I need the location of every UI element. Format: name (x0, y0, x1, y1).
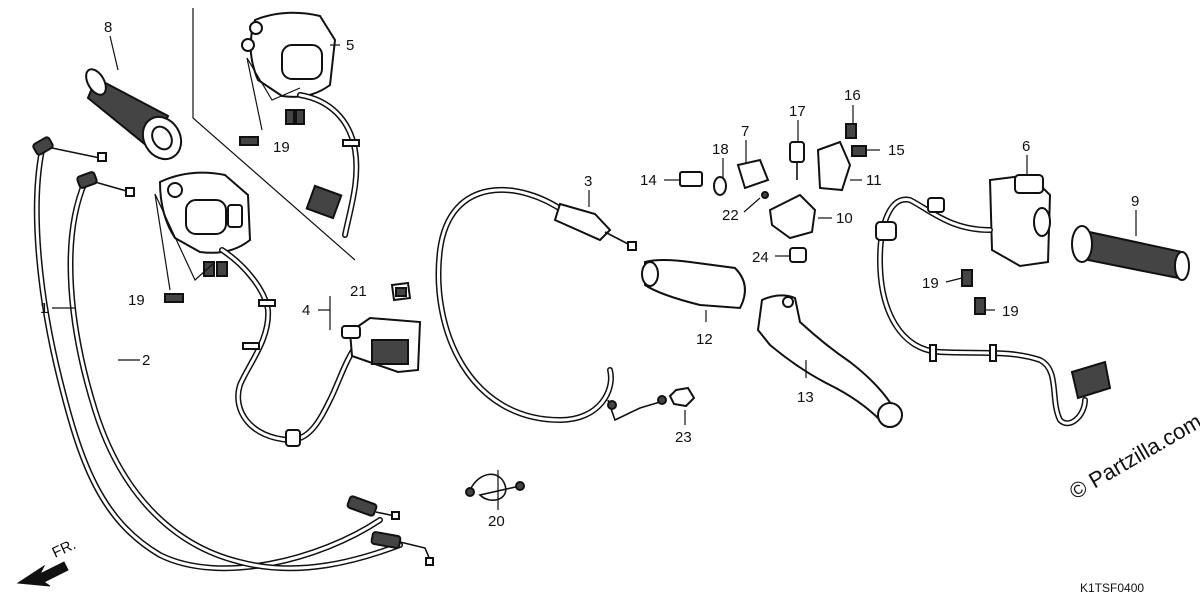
callout-11: 11 (866, 172, 882, 189)
callout-7: 7 (741, 123, 749, 140)
callout-17: 17 (789, 103, 806, 120)
callout-4: 4 (302, 302, 310, 319)
bolt-19-c[interactable] (961, 269, 973, 287)
callout-19-a: 19 (273, 139, 290, 156)
callout-13: 13 (797, 389, 814, 406)
switch-connector-4[interactable] (341, 316, 422, 374)
callout-18: 18 (712, 141, 729, 158)
bolt-19-b[interactable] (164, 293, 184, 303)
right-grip[interactable] (1071, 225, 1190, 281)
switch-cap-21[interactable] (390, 281, 412, 302)
callout-10: 10 (836, 210, 853, 227)
callout-21: 21 (350, 283, 367, 300)
left-grip[interactable] (82, 66, 189, 166)
callout-8: 8 (104, 19, 112, 36)
callout-23: 23 (675, 429, 692, 446)
callout-20: 20 (488, 513, 505, 530)
pin-17[interactable] (789, 141, 805, 180)
callout-3: 3 (584, 173, 592, 190)
callout-12: 12 (696, 331, 713, 348)
throttle-cable-2[interactable] (67, 179, 403, 572)
bolt-15[interactable] (851, 145, 867, 157)
clutch-cable[interactable] (435, 186, 667, 423)
bolt-14[interactable] (679, 171, 703, 187)
inset-switch-harness[interactable] (297, 92, 360, 238)
callout-22: 22 (722, 207, 739, 224)
grommet-24[interactable] (789, 247, 807, 263)
callout-2: 2 (142, 352, 150, 369)
throttle-cable-1[interactable] (33, 147, 383, 572)
bolt-19-a[interactable] (239, 136, 259, 146)
switch-7[interactable] (736, 158, 770, 190)
right-switch-harness[interactable] (875, 196, 1112, 427)
callout-15: 15 (888, 142, 905, 159)
leader-lines (52, 35, 1137, 510)
callout-16: 16 (844, 87, 861, 104)
bolt-19-d[interactable] (974, 297, 986, 315)
holder-10[interactable] (768, 193, 817, 240)
right-switch-housing[interactable] (988, 173, 1052, 268)
callout-1: 1 (40, 300, 48, 317)
callout-14: 14 (640, 172, 657, 189)
inset-switch-housing[interactable] (241, 11, 337, 125)
callout-9: 9 (1131, 193, 1139, 210)
bolt-16[interactable] (845, 123, 857, 139)
front-arrow (16, 561, 69, 587)
screw-22[interactable] (761, 191, 769, 199)
harness-20[interactable] (465, 473, 525, 501)
callout-19-b: 19 (128, 292, 145, 309)
washer-18[interactable] (713, 176, 727, 196)
holder-11[interactable] (816, 140, 852, 192)
nut-23[interactable] (668, 386, 696, 408)
callout-19-c: 19 (922, 275, 939, 292)
diagram-code: K1TSF0400 (1080, 581, 1144, 595)
clutch-lever[interactable] (756, 294, 903, 428)
callout-19-d: 19 (1002, 303, 1019, 320)
lever-boot[interactable] (641, 259, 746, 310)
left-switch-harness[interactable] (219, 247, 363, 447)
callout-6: 6 (1022, 138, 1030, 155)
inset-border (192, 8, 356, 261)
cable-ends-left (32, 136, 434, 566)
callout-5: 5 (346, 37, 354, 54)
watermark: © Partzilla.com (1065, 409, 1200, 505)
front-marker-label: FR. (50, 536, 79, 562)
callout-24: 24 (752, 249, 769, 266)
